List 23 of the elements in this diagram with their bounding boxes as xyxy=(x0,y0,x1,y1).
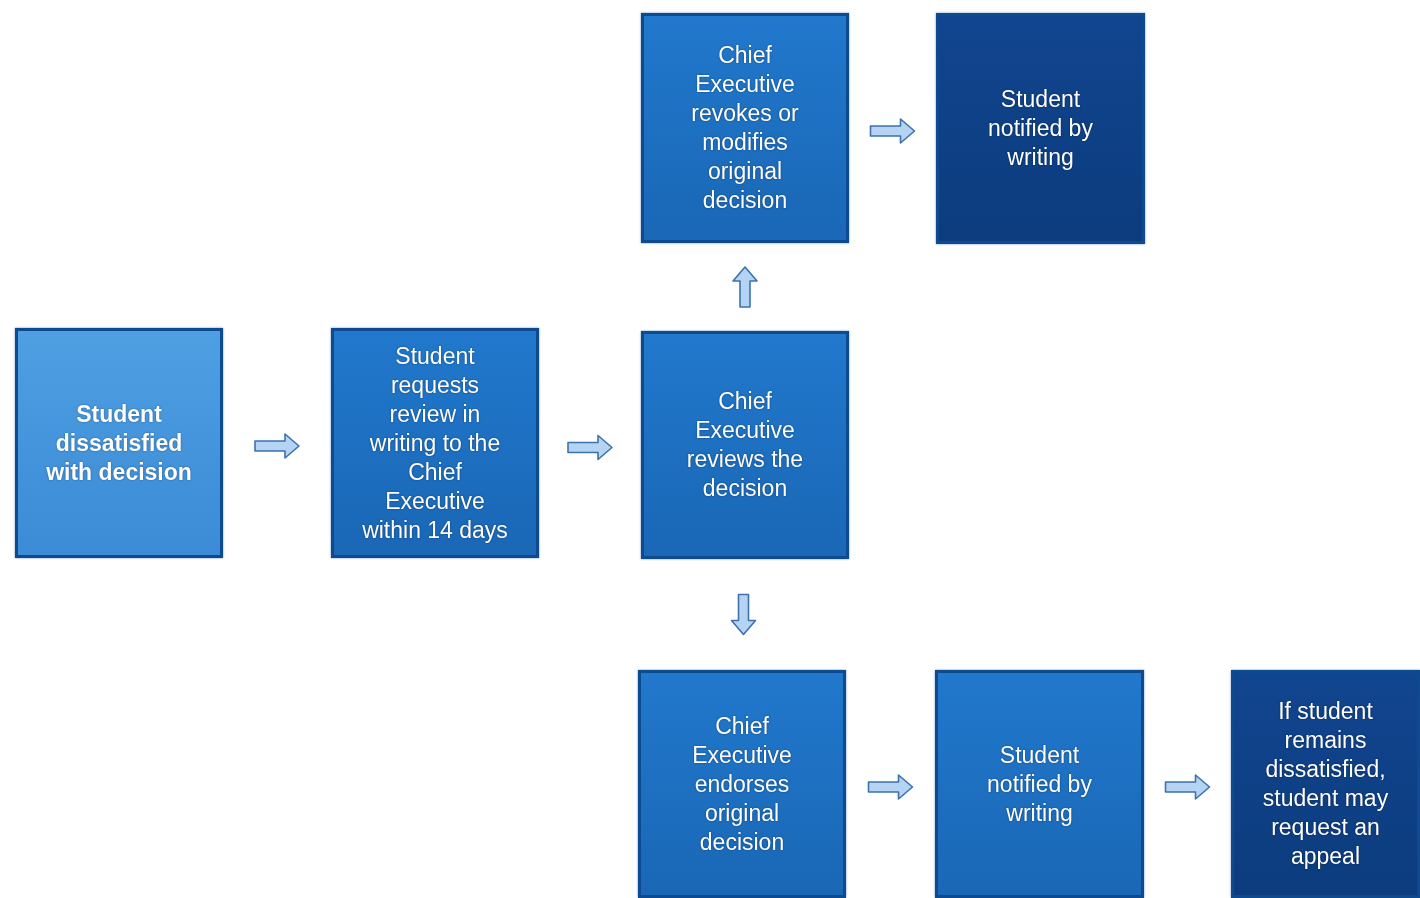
box-text: Student notified by writing xyxy=(987,85,1094,172)
block-arrow xyxy=(869,118,916,144)
block-arrow xyxy=(867,774,914,800)
process-box xyxy=(935,670,1144,898)
block-arrow xyxy=(1164,774,1211,800)
block-arrow xyxy=(730,593,757,636)
process-box xyxy=(1231,670,1420,898)
process-box xyxy=(638,670,846,898)
box-text: Student dissatisfied with decision xyxy=(45,399,193,487)
box-text: Chief Executive endorses original decision xyxy=(691,711,793,857)
process-box xyxy=(641,13,849,243)
block-arrow xyxy=(567,434,613,461)
box-text: Chief Executive revokes or modifies original decision xyxy=(690,41,800,215)
box-text: If student remains dissatisfied, student may request an appeal xyxy=(1261,697,1390,871)
box-text: Student requests review in writing to the Chief Executive within 14 days xyxy=(361,341,509,545)
process-box xyxy=(936,13,1145,244)
block-arrow xyxy=(254,433,300,459)
box-text: Student notified by writing xyxy=(986,740,1093,828)
box-text: Chief Executive reviews the decision xyxy=(685,387,805,503)
process-box xyxy=(15,328,223,558)
process-box xyxy=(641,331,849,559)
block-arrow xyxy=(732,266,758,308)
process-box xyxy=(331,328,539,558)
